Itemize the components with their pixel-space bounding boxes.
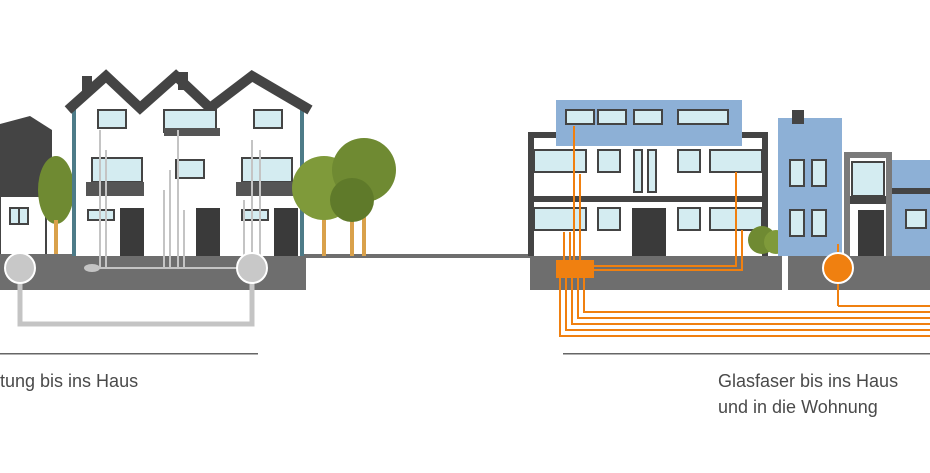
left-caption-divider	[0, 353, 258, 355]
left-small-house	[0, 116, 52, 257]
left-scene	[0, 69, 530, 355]
fiber-junction	[822, 252, 854, 284]
right-scene	[528, 100, 930, 355]
left-round-trees	[292, 138, 396, 256]
caption-fiber: Glasfaser bis ins Haus und in die Wohnun…	[718, 368, 898, 420]
apartment-building	[528, 100, 768, 256]
caption-fiber-line2: und in die Wohnung	[718, 397, 878, 417]
copper-line	[17, 270, 255, 327]
fiber-lines	[559, 126, 930, 337]
right-caption-divider	[563, 353, 930, 355]
caption-fiber-line1: Glasfaser bis ins Haus	[718, 371, 899, 391]
left-junction-1	[4, 252, 36, 284]
left-junction-2	[236, 252, 268, 284]
left-row-houses	[64, 69, 313, 272]
left-cypress-tree	[38, 156, 74, 256]
blue-house	[778, 110, 930, 256]
fiber-distribution-box	[556, 260, 594, 278]
caption-copper: tung bis ins Haus	[0, 371, 139, 391]
